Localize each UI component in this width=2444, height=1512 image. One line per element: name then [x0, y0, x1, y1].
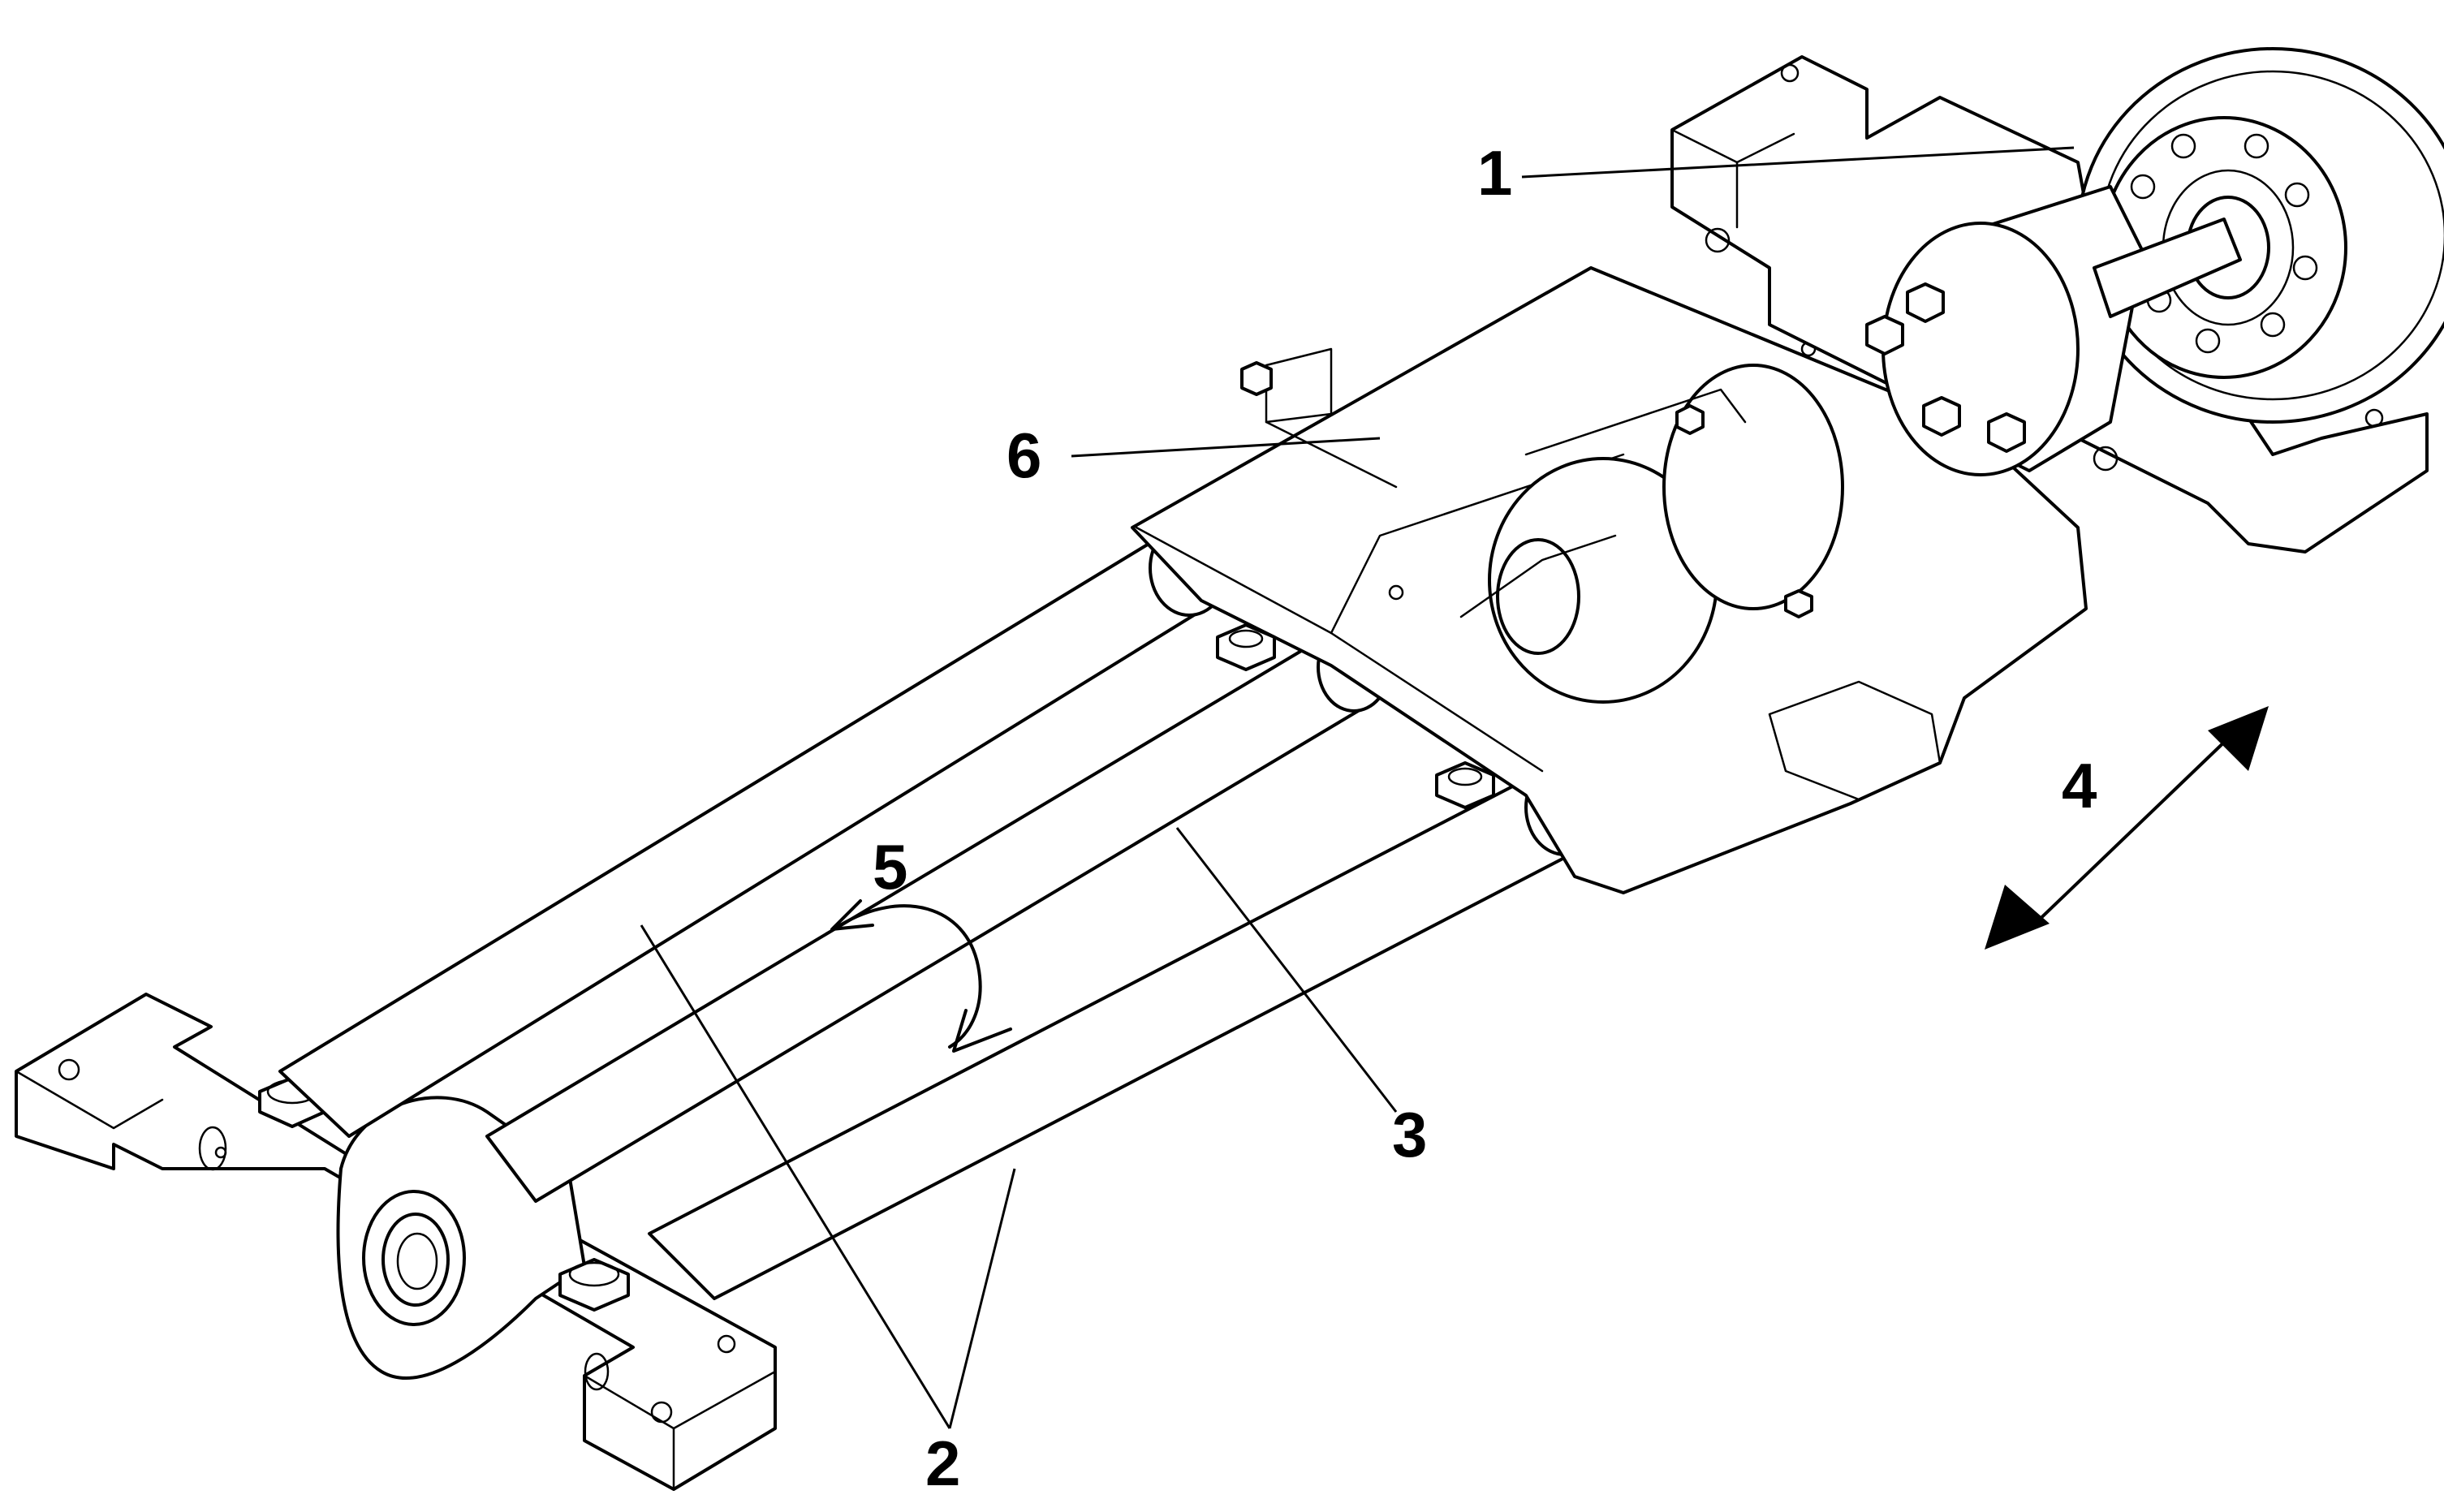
hex-nut-icon	[1216, 623, 1276, 671]
linear-motion-arrow-icon	[1985, 706, 2269, 950]
rotation-arrow-icon	[830, 899, 1012, 1053]
hex-nut-icon	[1435, 761, 1495, 809]
sliding-carriage	[1131, 266, 2088, 894]
leader-lines	[640, 146, 2075, 1429]
callout-label-1: 1	[1477, 137, 1512, 209]
hex-bolt-icon	[558, 1258, 630, 1312]
coupling-flange	[1865, 185, 2242, 476]
callout-label-6: 6	[1006, 420, 1041, 491]
callout-label-3: 3	[1392, 1099, 1427, 1170]
callout-label-5: 5	[873, 831, 907, 902]
callout-label-2: 2	[925, 1428, 960, 1499]
callout-label-4: 4	[2062, 750, 2097, 821]
set-screw-icon	[1240, 361, 1273, 396]
drive-gear-icon	[2076, 47, 2444, 424]
